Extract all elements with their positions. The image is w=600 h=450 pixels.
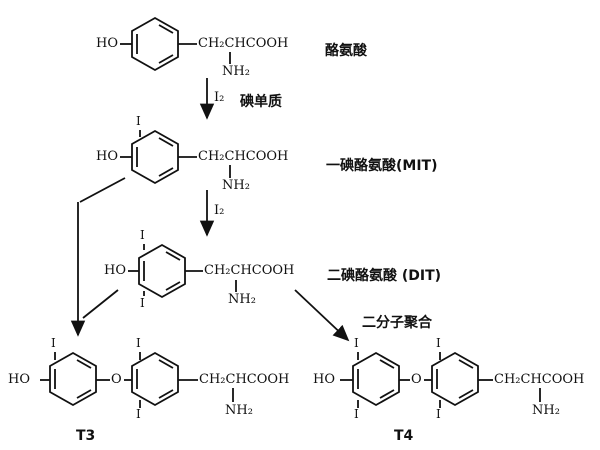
t3-chain: CH₂CHCOOH (199, 372, 290, 387)
t4-iodine-d: I (436, 407, 441, 421)
tyrosine-label: 酪氨酸 (325, 43, 367, 59)
dit-chain: CH₂CHCOOH (204, 263, 295, 278)
t4-chain: CH₂CHCOOH (494, 372, 585, 387)
t4-iodine-c: I (436, 336, 441, 350)
t4-ho: HO (313, 372, 335, 387)
tyrosine-ho: HO (96, 36, 118, 51)
dit-ho: HO (104, 263, 126, 278)
t3-oxygen: O (111, 372, 122, 387)
dit-iodine-bottom: I (140, 296, 145, 310)
step1-reagent: I₂ (214, 90, 225, 105)
t4-oxygen: O (411, 372, 422, 387)
arrow-mit-to-t3 (79, 177, 126, 203)
mit-iodine: I (136, 114, 141, 128)
step3-label: 二分子聚合 (362, 315, 432, 331)
dit-iodine-top: I (140, 228, 145, 242)
dit-amine: NH₂ (228, 292, 256, 307)
tyrosine-amine: NH₂ (222, 64, 250, 79)
t4-iodine-a: I (354, 336, 359, 350)
step2-reagent: I₂ (214, 203, 225, 218)
t4-rings (340, 351, 541, 408)
mit-amine: NH₂ (222, 178, 250, 193)
t3-ho: HO (8, 372, 30, 387)
mit-chain: CH₂CHCOOH (198, 149, 289, 164)
t3-iodine-b: I (136, 336, 141, 350)
t3-rings (40, 351, 234, 408)
t3-amine: NH₂ (225, 403, 253, 418)
t4-amine: NH₂ (532, 403, 560, 418)
tyrosine-chain: CH₂CHCOOH (198, 36, 289, 51)
step1-label: 碘单质 (240, 94, 282, 110)
mit-label: 一碘酪氨酸(MIT) (326, 158, 438, 174)
arrow-dit-to-t4 (294, 289, 350, 342)
t4-label: T4 (394, 428, 414, 444)
t3-label: T3 (76, 428, 96, 444)
mit-ring (120, 129, 231, 185)
dit-ring (128, 243, 237, 299)
mit-ho: HO (96, 149, 118, 164)
tyrosine-ring (120, 16, 231, 72)
t4-iodine-b: I (354, 407, 359, 421)
dit-label: 二碘酪氨酸 (DIT) (327, 268, 442, 284)
t3-iodine-c: I (136, 407, 141, 421)
t3-iodine-a: I (51, 336, 56, 350)
arrow-dit-to-t3 (82, 289, 119, 319)
